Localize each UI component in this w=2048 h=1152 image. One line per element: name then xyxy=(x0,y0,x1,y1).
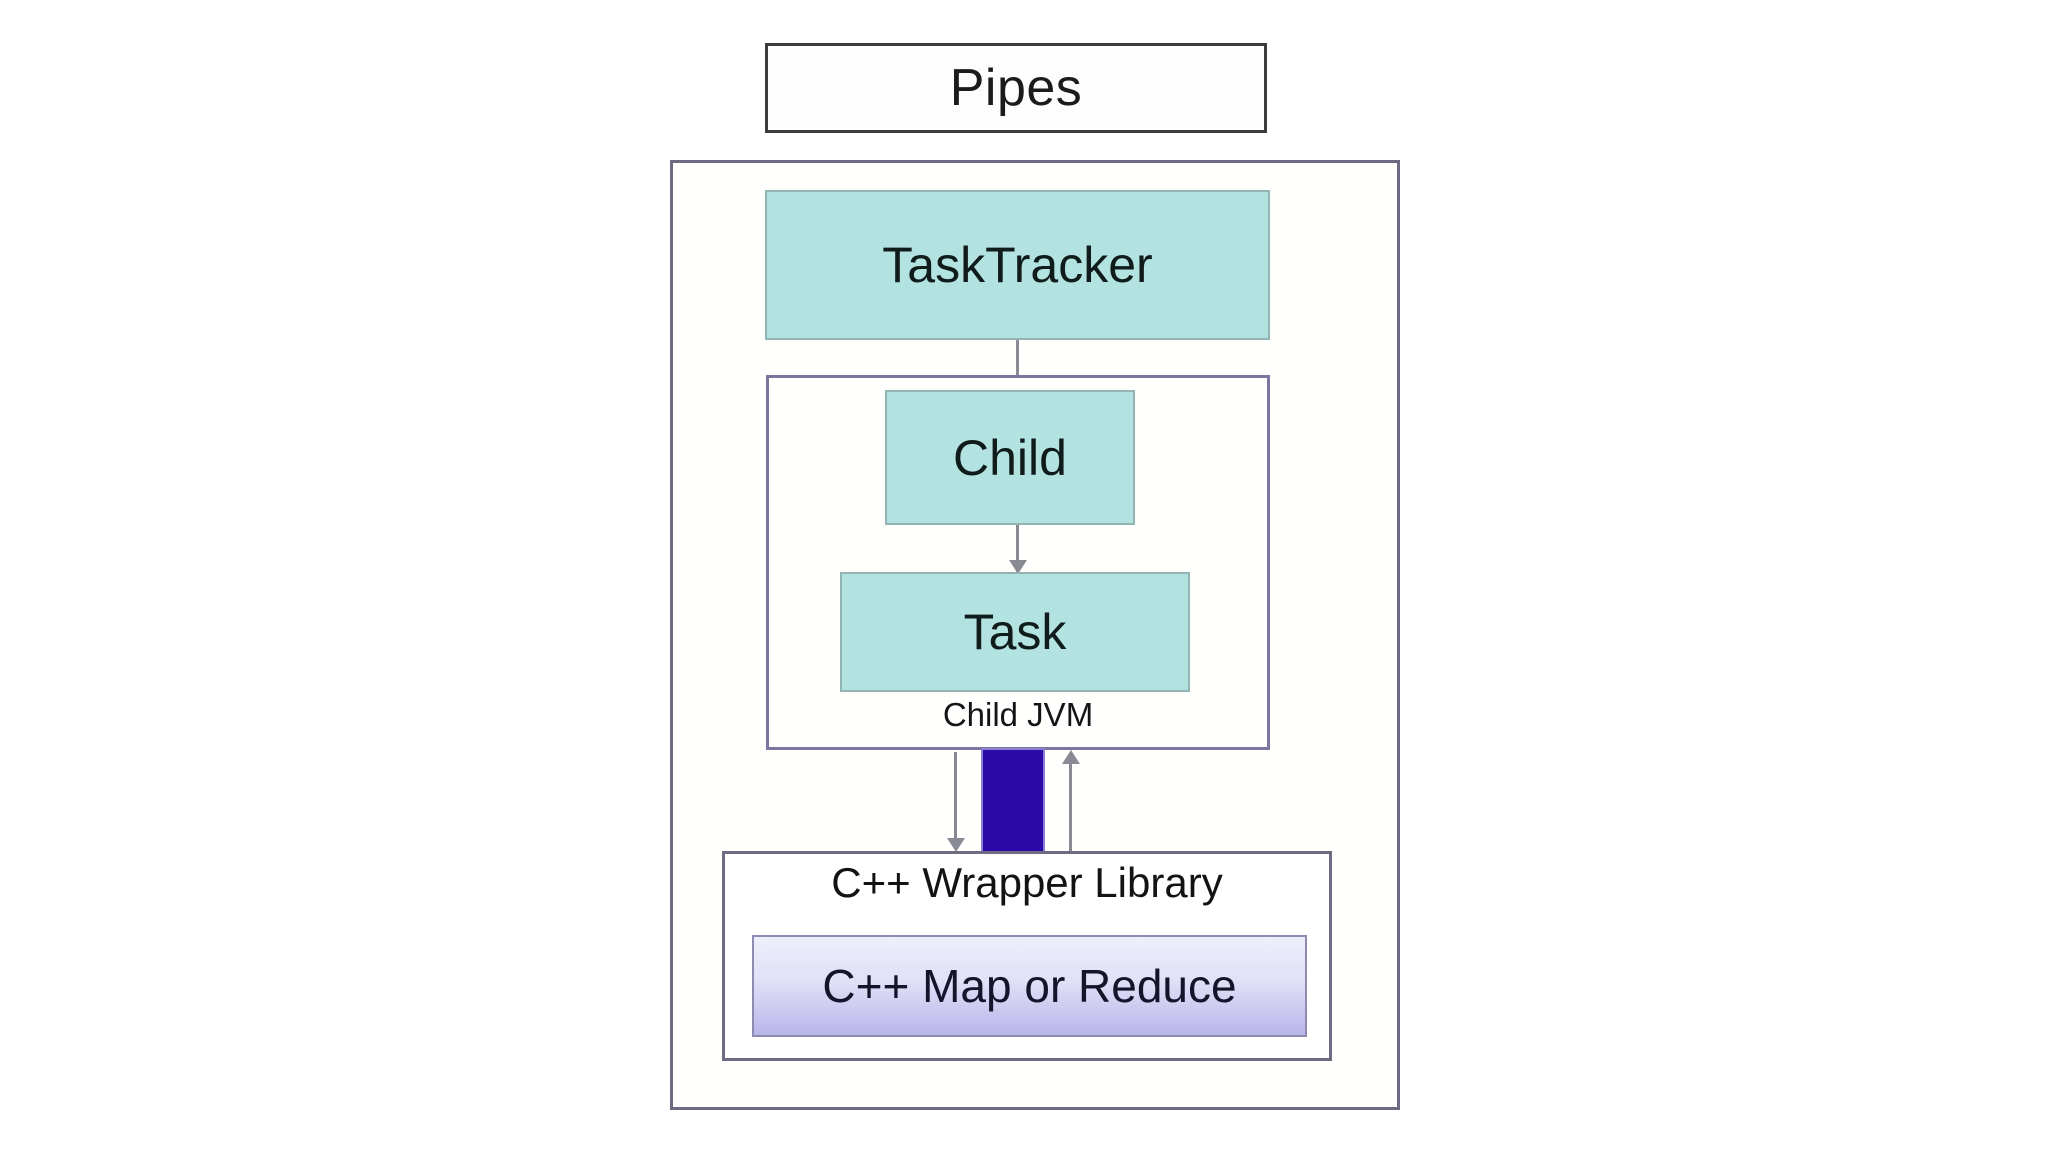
child-node: Child xyxy=(885,390,1135,525)
arrow-wrapper-to-jvm-head-icon xyxy=(1062,750,1080,764)
map-or-reduce-label: C++ Map or Reduce xyxy=(822,960,1237,1012)
tasktracker-node: TaskTracker xyxy=(765,190,1270,340)
map-or-reduce-node: C++ Map or Reduce xyxy=(752,935,1307,1037)
arrow-child-to-task-line xyxy=(1016,525,1019,573)
wrapper-library-label: C++ Wrapper Library xyxy=(831,859,1223,906)
task-node: Task xyxy=(840,572,1190,692)
pipes-title-box: Pipes xyxy=(765,43,1267,133)
arrow-jvm-to-wrapper-head-icon xyxy=(947,838,965,852)
arrow-child-to-task-head-icon xyxy=(1009,560,1027,574)
pipe-block xyxy=(981,748,1045,856)
pipes-title-label: Pipes xyxy=(949,59,1083,117)
arrow-tasktracker-to-child-line xyxy=(1016,340,1019,388)
tasktracker-label: TaskTracker xyxy=(882,237,1153,293)
arrow-wrapper-to-jvm-line xyxy=(1069,762,1072,852)
child-label: Child xyxy=(953,429,1067,486)
arrow-jvm-to-wrapper-line xyxy=(954,752,957,840)
task-label: Task xyxy=(963,604,1067,660)
child-jvm-label: Child JVM xyxy=(942,696,1094,733)
